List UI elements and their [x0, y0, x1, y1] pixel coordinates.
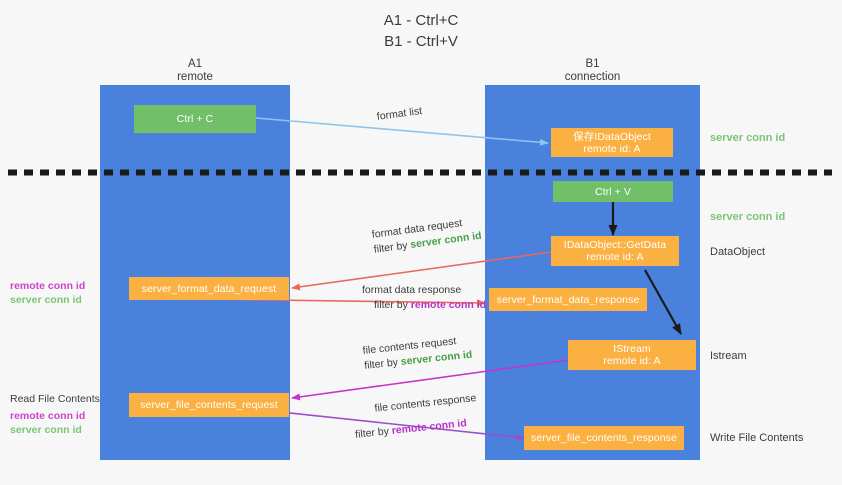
fdresp-filter-prefix: filter by [374, 299, 411, 311]
annotation-left-server-conn-id-1: server conn id [10, 294, 82, 306]
edge-label-file-contents-request: file contents request filter by server c… [362, 333, 473, 374]
lane-a1-sub: remote [177, 71, 213, 83]
box-getdata-line1: IDataObject::GetData [563, 239, 667, 251]
box-server-file-contents-response[interactable]: server_file_contents_response [524, 426, 684, 450]
lane-header-b1: B1 connection [485, 58, 700, 84]
title-line-2: B1 - Ctrl+V [384, 33, 458, 50]
box-istream[interactable]: IStream remote id: A [568, 340, 696, 370]
title-line-1: A1 - Ctrl+C [383, 12, 459, 29]
annotation-read-file-contents: Read File Contents [10, 393, 100, 405]
box-save-idataobject-line2: remote id: A [583, 142, 641, 155]
lane-a1-name: A1 [187, 58, 203, 70]
annotation-left-remote-conn-id-2: remote conn id [10, 410, 86, 422]
box-save-idataobject-line1: 保存IDataObject [573, 130, 651, 143]
edge-label-format-data-response: format data response filter by remote co… [362, 283, 486, 313]
box-server-file-contents-response-label: server_file_contents_response [531, 432, 677, 444]
box-server-format-data-response[interactable]: server_format_data_response [489, 288, 647, 311]
box-idataobject-getdata[interactable]: IDataObject::GetData remote id: A [551, 236, 679, 266]
box-save-idataobject[interactable]: 保存IDataObject remote id: A [551, 128, 673, 157]
box-ctrl-c[interactable]: Ctrl + C [134, 105, 256, 133]
annotation-istream: Istream [710, 350, 747, 362]
annotation-left-format-group: remote conn id server conn id [10, 279, 85, 307]
box-istream-line2: remote id: A [603, 355, 661, 367]
box-server-file-contents-request[interactable]: server_file_contents_request [129, 393, 289, 417]
annotation-write-file-contents: Write File Contents [710, 432, 804, 444]
edge-label-format-data-request: format data request filter by server con… [371, 214, 483, 258]
annotation-server-conn-id-top: server conn id [710, 132, 786, 144]
lane-b1-name: B1 [585, 58, 600, 70]
fcresp-filter-value: remote conn id [391, 417, 468, 437]
box-ctrl-c-label: Ctrl + C [176, 113, 214, 125]
box-server-format-data-request[interactable]: server_format_data_request [129, 277, 289, 300]
box-istream-line1: IStream [613, 343, 651, 355]
fcr-filter-prefix: filter by [363, 356, 402, 372]
fdresp-filter-value: remote conn id [410, 299, 487, 311]
box-server-format-data-response-label: server_format_data_response [496, 293, 640, 306]
annotation-data-object: DataObject [710, 246, 766, 258]
diagram-title: A1 - Ctrl+C B1 - Ctrl+V [0, 10, 842, 52]
box-ctrl-v-label: Ctrl + V [594, 185, 632, 198]
box-server-format-data-request-label: server_format_data_request [141, 282, 277, 295]
lane-b1-sub: connection [564, 71, 621, 83]
box-server-file-contents-request-label: server_file_contents_request [140, 399, 278, 411]
annotation-left-file-group: remote conn id server conn id [10, 409, 85, 437]
annotation-server-conn-id-second: server conn id [710, 211, 786, 223]
edge-label-file-contents-response: file contents response filter by remote … [352, 391, 480, 443]
lane-header-a1: A1 remote [100, 58, 290, 84]
edge-label-format-list-text: format list [376, 105, 423, 123]
box-getdata-line2: remote id: A [586, 251, 644, 263]
fdr-filter-prefix: filter by [373, 239, 412, 256]
format-data-response-title: format data response [362, 284, 462, 296]
annotation-left-server-conn-id-2: server conn id [10, 424, 82, 436]
fcresp-filter-prefix: filter by [354, 425, 393, 441]
annotation-left-remote-conn-id-1: remote conn id [10, 280, 86, 292]
edge-label-format-list: format list [376, 104, 423, 125]
format-data-response-filter: filter by remote conn id [362, 298, 486, 313]
box-ctrl-v[interactable]: Ctrl + V [553, 181, 673, 202]
